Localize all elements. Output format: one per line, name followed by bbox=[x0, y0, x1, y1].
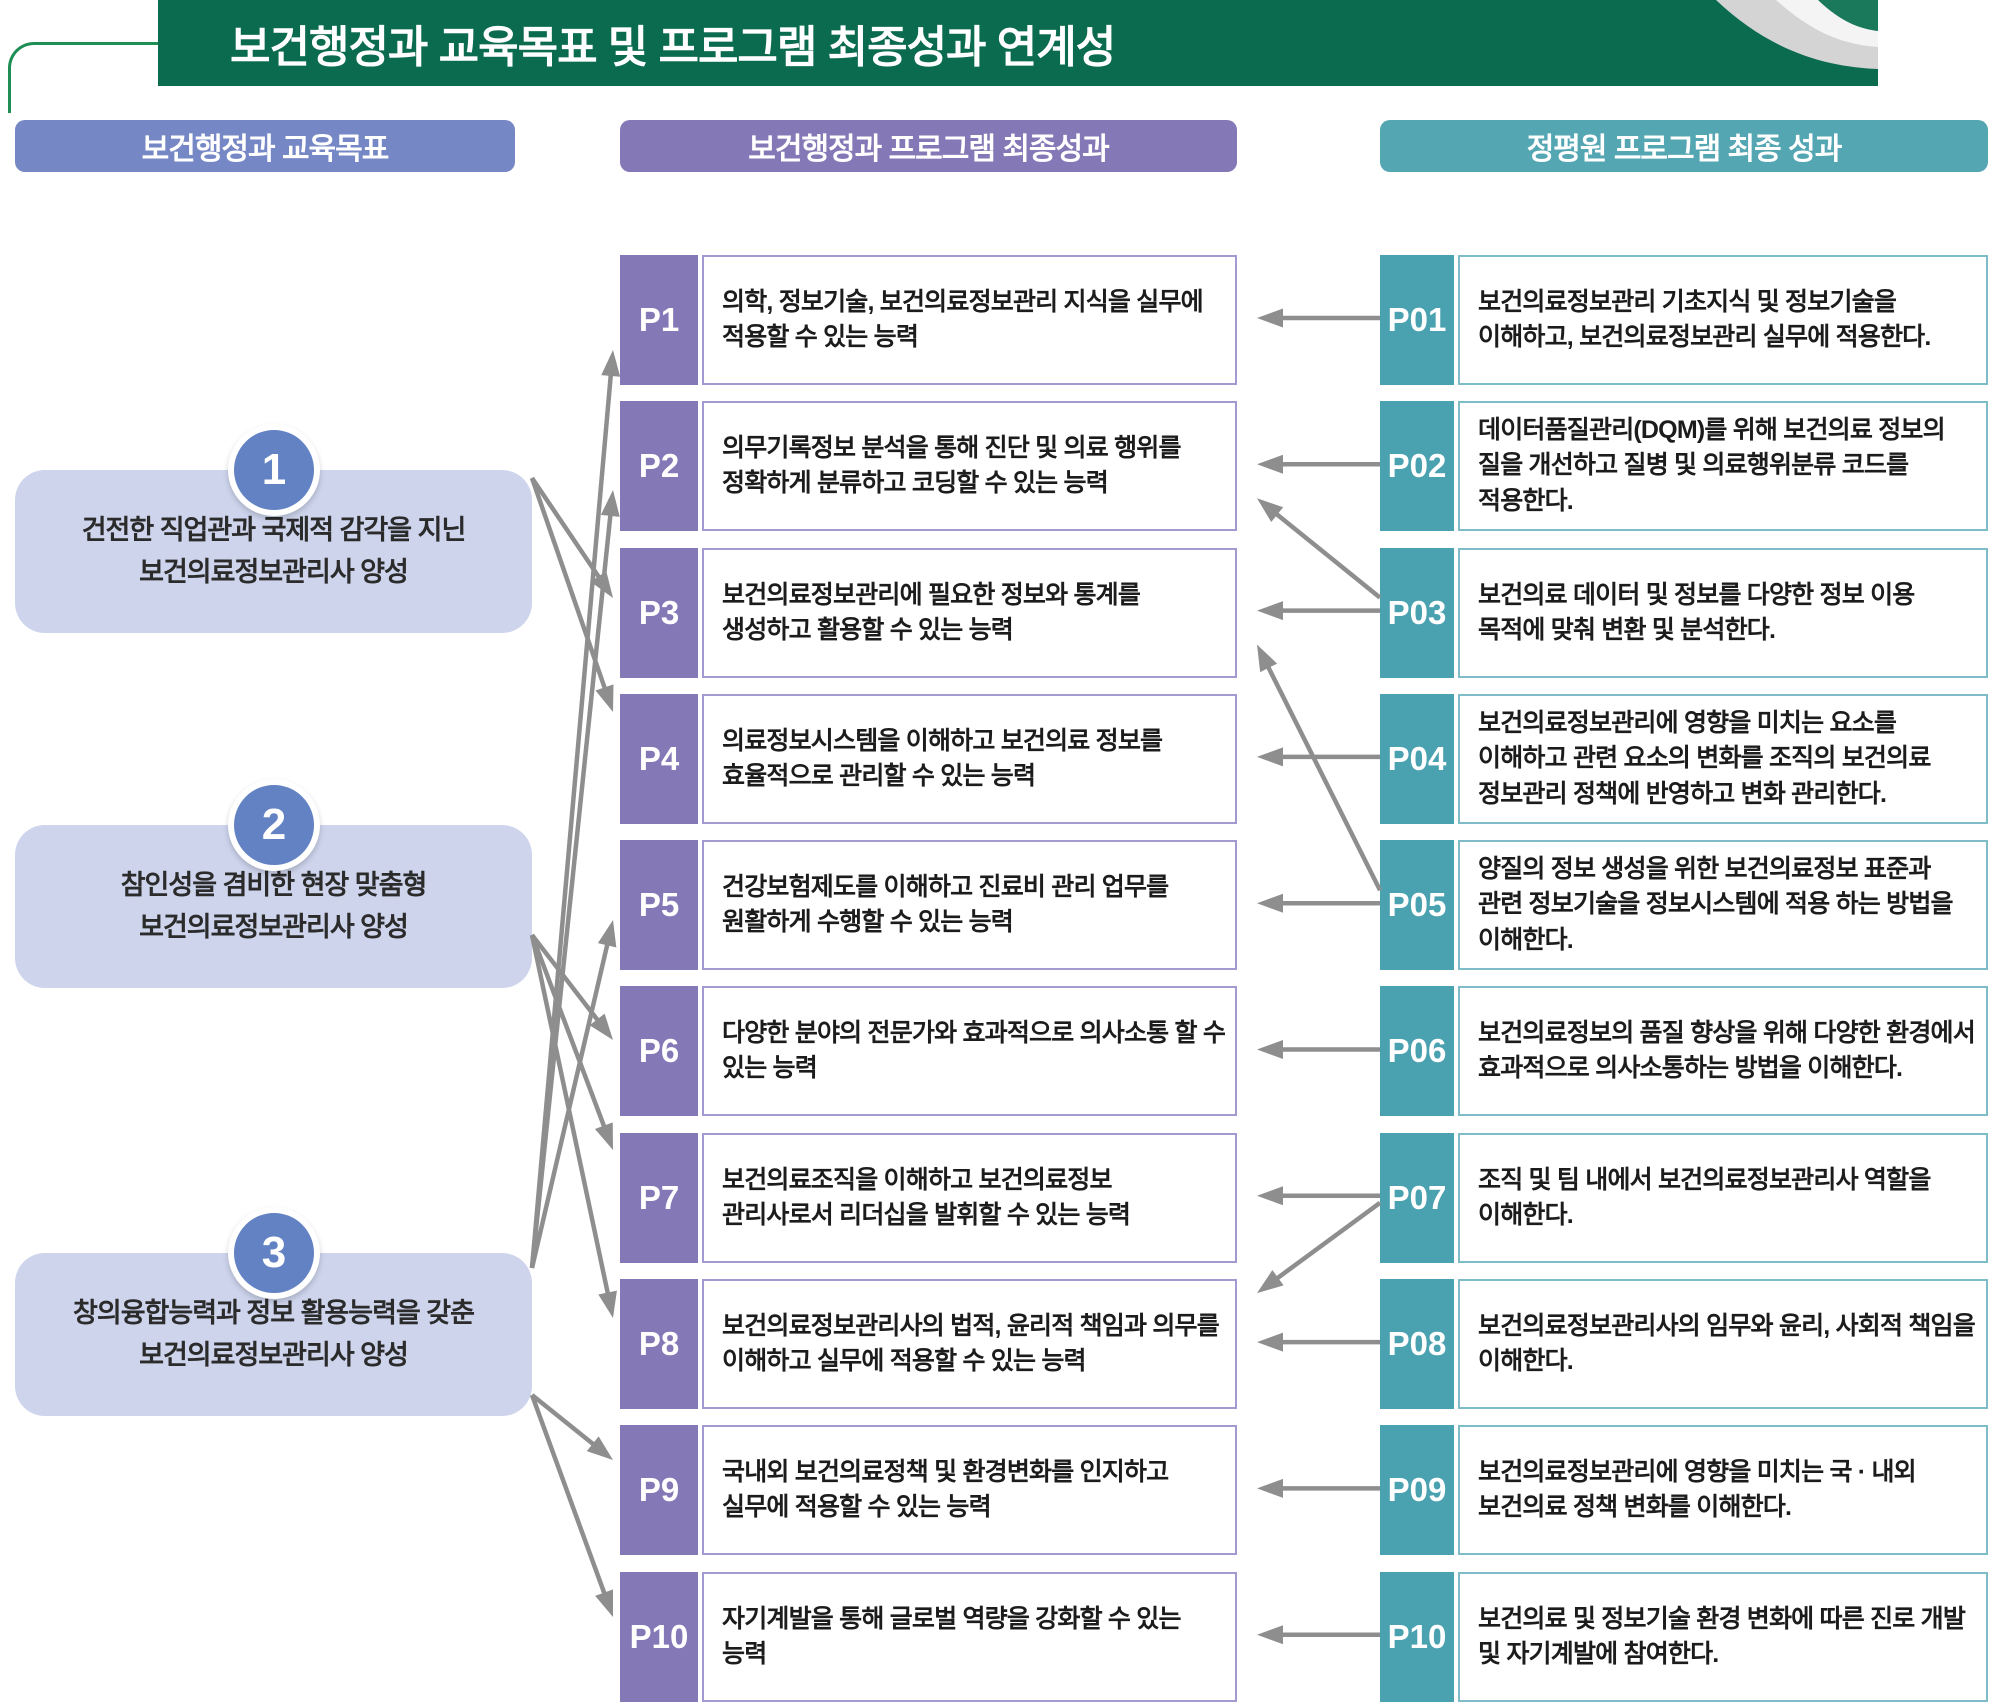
accreditor-outcome-label-p05: P05 bbox=[1380, 840, 1454, 970]
goal-card-3: 3 창의융합능력과 정보 활용능력을 갖춘 보건의료정보관리사 양성 bbox=[15, 1207, 532, 1416]
column-header-program-outcomes: 보건행정과 프로그램 최종성과 bbox=[620, 120, 1237, 172]
accreditor-outcome-row-p03: P03 보건의료 데이터 및 정보를 다양한 정보 이용 목적에 맞춰 변환 및… bbox=[1380, 548, 1988, 678]
program-outcome-row-p5: P5 건강보험제도를 이해하고 진료비 관리 업무를 원활하게 수행할 수 있는… bbox=[620, 840, 1237, 970]
accreditor-outcome-text-p08: 보건의료정보관리사의 임무와 윤리, 사회적 책임을 이해한다. bbox=[1478, 1311, 1976, 1376]
program-outcome-label-p10: P10 bbox=[620, 1572, 698, 1702]
goal-number-badge-2: 2 bbox=[227, 779, 320, 871]
program-outcome-label-p5: P5 bbox=[620, 840, 698, 970]
program-outcome-label-p4: P4 bbox=[620, 694, 698, 824]
accreditor-outcome-text-p10: 보건의료 및 정보기술 환경 변화에 따른 진로 개발 및 자기계발에 참여한다… bbox=[1478, 1604, 1966, 1669]
accreditor-outcome-row-p01: P01 보건의료정보관리 기초지식 및 정보기술을 이해하고, 보건의료정보관리… bbox=[1380, 255, 1988, 385]
program-outcome-label-p6: P6 bbox=[620, 986, 698, 1116]
program-outcome-row-p7: P7 보건의료조직을 이해하고 보건의료정보 관리사로서 리더십을 발휘할 수 … bbox=[620, 1133, 1237, 1263]
accreditor-outcome-text-p09: 보건의료정보관리에 영향을 미치는 국 · 내외 보건의료 정책 변화를 이해한… bbox=[1478, 1457, 1917, 1522]
accreditor-outcome-text-p04: 보건의료정보관리에 영향을 미치는 요소를 이해하고 관련 요소의 변화를 조직… bbox=[1478, 708, 1931, 808]
accreditor-outcome-text-p01: 보건의료정보관리 기초지식 및 정보기술을 이해하고, 보건의료정보관리 실무에… bbox=[1478, 287, 1931, 352]
program-outcome-row-p1: P1 의학, 정보기술, 보건의료정보관리 지식을 실무에 적용할 수 있는 능… bbox=[620, 255, 1237, 385]
accreditor-outcome-text-p02: 데이터품질관리(DQM)를 위해 보건의료 정보의 질을 개선하고 질병 및 의… bbox=[1478, 415, 1946, 515]
program-outcome-row-p4: P4 의료정보시스템을 이해하고 보건의료 정보를 효율적으로 관리할 수 있는… bbox=[620, 694, 1237, 824]
program-outcome-label-p1: P1 bbox=[620, 255, 698, 385]
accreditor-outcome-text-p03: 보건의료 데이터 및 정보를 다양한 정보 이용 목적에 맞춰 변환 및 분석한… bbox=[1478, 580, 1915, 645]
program-outcome-row-p10: P10 자기계발을 통해 글로벌 역량을 강화할 수 있는 능력 bbox=[620, 1572, 1237, 1702]
accreditor-outcome-label-p04: P04 bbox=[1380, 694, 1454, 824]
accreditor-outcome-row-p09: P09 보건의료정보관리에 영향을 미치는 국 · 내외 보건의료 정책 변화를… bbox=[1380, 1425, 1988, 1555]
program-outcome-label-p3: P3 bbox=[620, 548, 698, 678]
accreditor-outcome-text-p06: 보건의료정보의 품질 향상을 위해 다양한 환경에서 효과적으로 의사소통하는 … bbox=[1478, 1018, 1976, 1083]
goal-number-badge-1: 1 bbox=[227, 424, 320, 516]
program-outcome-text-p8: 보건의료정보관리사의 법적, 윤리적 책임과 의무를 이해하고 실무에 적용할 … bbox=[722, 1311, 1220, 1376]
title-bar-swoosh-decoration bbox=[1716, 0, 1878, 69]
goal-number-badge-3: 3 bbox=[227, 1207, 320, 1299]
goal-text-2: 참인성을 겸비한 현장 맞춤형 보건의료정보관리사 양성 bbox=[120, 869, 428, 942]
program-outcome-label-p8: P8 bbox=[620, 1279, 698, 1409]
accreditor-outcome-label-p10: P10 bbox=[1380, 1572, 1454, 1702]
accreditor-outcome-label-p02: P02 bbox=[1380, 401, 1454, 531]
accreditor-outcome-row-p06: P06 보건의료정보의 품질 향상을 위해 다양한 환경에서 효과적으로 의사소… bbox=[1380, 986, 1988, 1116]
accreditor-outcome-row-p08: P08 보건의료정보관리사의 임무와 윤리, 사회적 책임을 이해한다. bbox=[1380, 1279, 1988, 1409]
accreditor-outcome-text-p05: 양질의 정보 생성을 위한 보건의료정보 표준과 관련 정보기술을 정보시스템에… bbox=[1478, 854, 1954, 954]
goal-text-3: 창의융합능력과 정보 활용능력을 갖춘 보건의료정보관리사 양성 bbox=[73, 1297, 475, 1370]
column-header-goals: 보건행정과 교육목표 bbox=[15, 120, 515, 172]
column-header-accreditor-outcomes: 정평원 프로그램 최종 성과 bbox=[1380, 120, 1988, 172]
program-outcome-text-p3: 보건의료정보관리에 필요한 정보와 통계를 생성하고 활용할 수 있는 능력 bbox=[722, 580, 1141, 645]
program-outcome-row-p9: P9 국내외 보건의료정책 및 환경변화를 인지하고 실무에 적용할 수 있는 … bbox=[620, 1425, 1237, 1555]
accreditor-outcome-label-p07: P07 bbox=[1380, 1133, 1454, 1263]
accreditor-outcome-label-p06: P06 bbox=[1380, 986, 1454, 1116]
frame-border bbox=[8, 42, 165, 113]
goal-card-1: 1 건전한 직업관과 국제적 감각을 지닌 보건의료정보관리사 양성 bbox=[15, 424, 532, 633]
program-outcome-text-p10: 자기계발을 통해 글로벌 역량을 강화할 수 있는 능력 bbox=[722, 1604, 1181, 1669]
accreditor-outcome-label-p03: P03 bbox=[1380, 548, 1454, 678]
accreditor-outcome-label-p09: P09 bbox=[1380, 1425, 1454, 1555]
program-outcome-text-p9: 국내외 보건의료정책 및 환경변화를 인지하고 실무에 적용할 수 있는 능력 bbox=[722, 1457, 1169, 1522]
goal-card-2: 2 참인성을 겸비한 현장 맞춤형 보건의료정보관리사 양성 bbox=[15, 779, 532, 988]
accreditor-outcome-row-p07: P07 조직 및 팀 내에서 보건의료정보관리사 역할을 이해한다. bbox=[1380, 1133, 1988, 1263]
program-outcome-row-p2: P2 의무기록정보 분석을 통해 진단 및 의료 행위를 정확하게 분류하고 코… bbox=[620, 401, 1237, 531]
program-outcome-text-p5: 건강보험제도를 이해하고 진료비 관리 업무를 원활하게 수행할 수 있는 능력 bbox=[722, 872, 1169, 937]
program-outcome-text-p4: 의료정보시스템을 이해하고 보건의료 정보를 효율적으로 관리할 수 있는 능력 bbox=[722, 726, 1163, 791]
accreditor-outcome-row-p10: P10 보건의료 및 정보기술 환경 변화에 따른 진로 개발 및 자기계발에 … bbox=[1380, 1572, 1988, 1702]
accreditor-outcome-row-p02: P02 데이터품질관리(DQM)를 위해 보건의료 정보의 질을 개선하고 질병… bbox=[1380, 401, 1988, 531]
title-bar: 보건행정과 교육목표 및 프로그램 최종성과 연계성 bbox=[158, 0, 1878, 86]
program-outcome-label-p2: P2 bbox=[620, 401, 698, 531]
page-title: 보건행정과 교육목표 및 프로그램 최종성과 연계성 bbox=[230, 23, 1116, 72]
program-outcome-text-p6: 다양한 분야의 전문가와 효과적으로 의사소통 할 수 있는 능력 bbox=[722, 1018, 1226, 1083]
program-outcome-row-p6: P6 다양한 분야의 전문가와 효과적으로 의사소통 할 수 있는 능력 bbox=[620, 986, 1237, 1116]
program-outcome-row-p8: P8 보건의료정보관리사의 법적, 윤리적 책임과 의무를 이해하고 실무에 적… bbox=[620, 1279, 1237, 1409]
accreditor-outcome-row-p04: P04 보건의료정보관리에 영향을 미치는 요소를 이해하고 관련 요소의 변화… bbox=[1380, 694, 1988, 824]
goal-text-1: 건전한 직업관과 국제적 감각을 지닌 보건의료정보관리사 양성 bbox=[81, 514, 467, 587]
program-outcome-row-p3: P3 보건의료정보관리에 필요한 정보와 통계를 생성하고 활용할 수 있는 능… bbox=[620, 548, 1237, 678]
program-outcome-text-p7: 보건의료조직을 이해하고 보건의료정보 관리사로서 리더십을 발휘할 수 있는 … bbox=[722, 1165, 1131, 1230]
accreditor-outcome-label-p08: P08 bbox=[1380, 1279, 1454, 1409]
program-outcome-label-p9: P9 bbox=[620, 1425, 698, 1555]
program-outcome-label-p7: P7 bbox=[620, 1133, 698, 1263]
accreditor-outcome-text-p07: 조직 및 팀 내에서 보건의료정보관리사 역할을 이해한다. bbox=[1478, 1165, 1931, 1230]
program-outcome-text-p1: 의학, 정보기술, 보건의료정보관리 지식을 실무에 적용할 수 있는 능력 bbox=[722, 287, 1204, 352]
accreditor-outcome-row-p05: P05 양질의 정보 생성을 위한 보건의료정보 표준과 관련 정보기술을 정보… bbox=[1380, 840, 1988, 970]
accreditor-outcome-label-p01: P01 bbox=[1380, 255, 1454, 385]
program-outcome-text-p2: 의무기록정보 분석을 통해 진단 및 의료 행위를 정확하게 분류하고 코딩할 … bbox=[722, 433, 1181, 498]
